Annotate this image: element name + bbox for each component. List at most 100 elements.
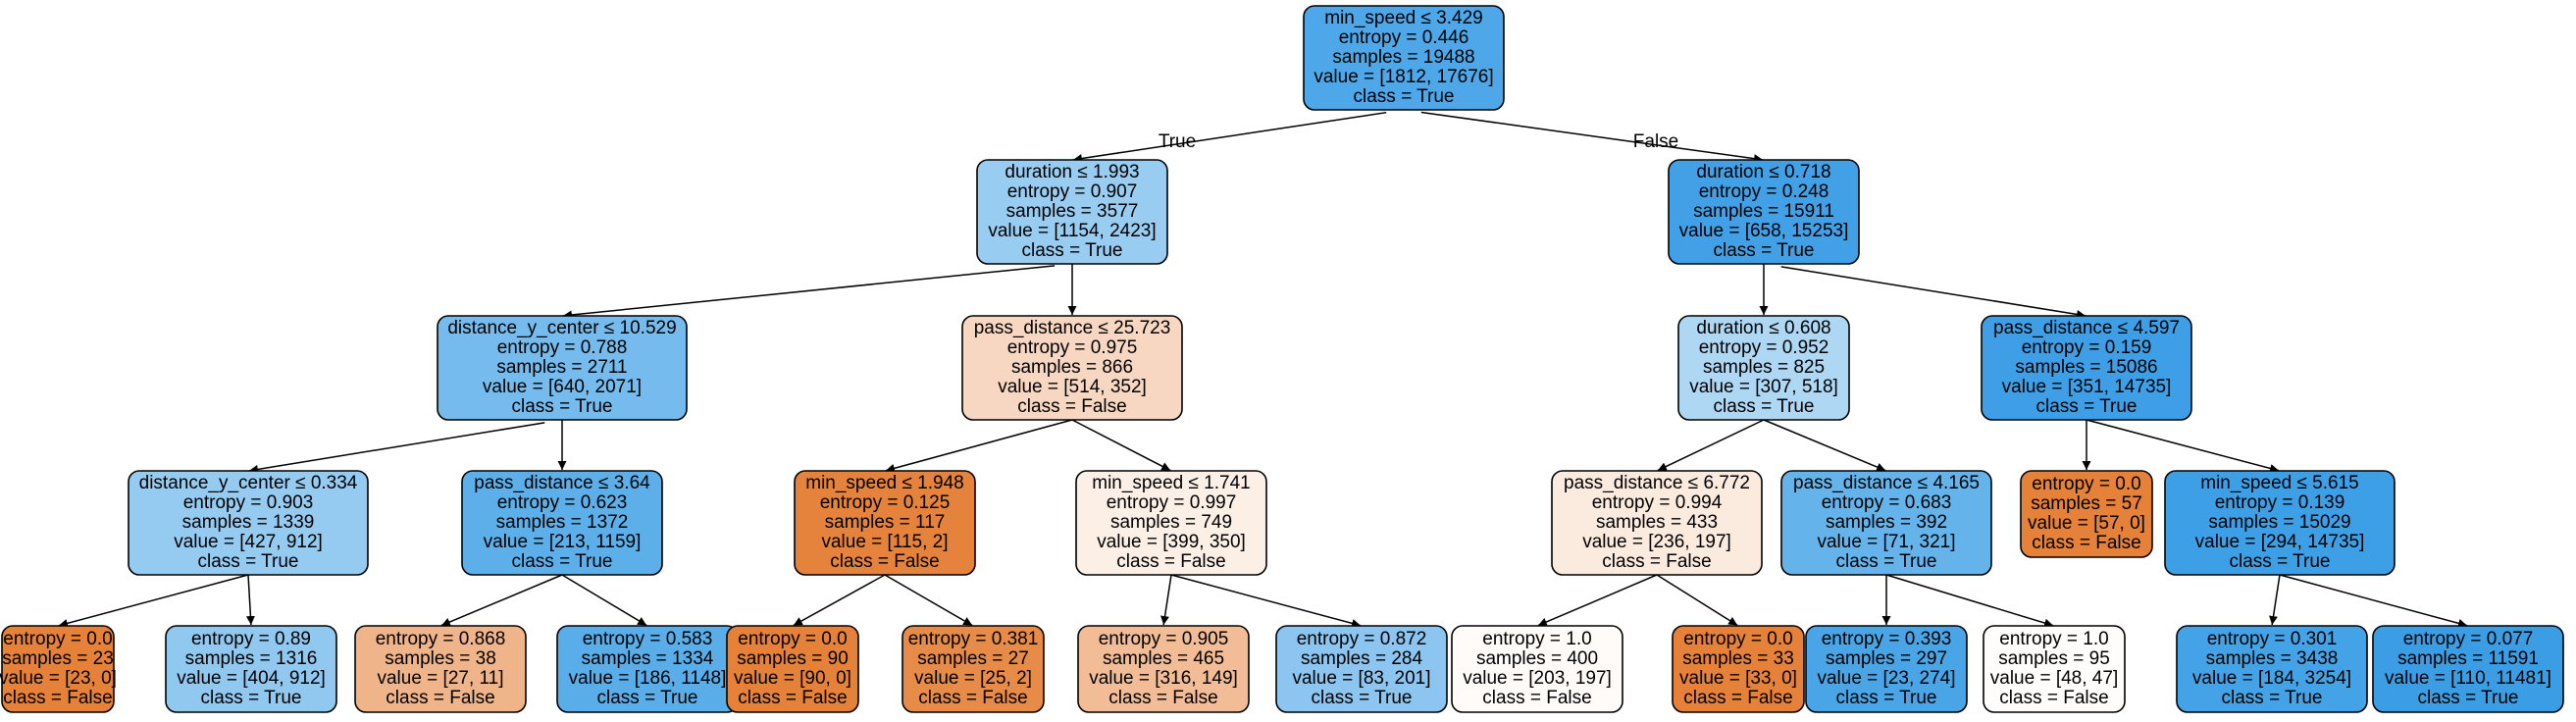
tree-node-text-line: class = True xyxy=(2418,688,2519,708)
tree-edge-n3-n4 xyxy=(58,574,249,628)
tree-node-text-line: entropy = 0.952 xyxy=(1699,337,1829,358)
tree-node-box xyxy=(961,315,1183,421)
tree-node-box xyxy=(1983,625,2126,713)
tree-node-text-line: pass_distance ≤ 3.64 xyxy=(474,473,650,493)
tree-edge-n9-n13 xyxy=(1071,419,1171,472)
tree-edge-n26-n27 xyxy=(2269,574,2281,626)
tree-node-text-line: value = [90, 0] xyxy=(734,668,851,689)
tree-node-box xyxy=(437,315,688,421)
tree-node-text-line: entropy = 0.903 xyxy=(183,492,314,513)
tree-edge-n10-n11 xyxy=(793,574,886,627)
tree-node-text-line: class = True xyxy=(1714,396,1815,417)
tree-node-text-line: value = [184, 3254] xyxy=(2192,668,2351,689)
tree-node-text-line: value = [404, 912] xyxy=(177,668,326,689)
tree-node-text-line: entropy = 0.393 xyxy=(1822,629,1952,649)
tree-node-text-line: entropy = 0.89 xyxy=(191,629,311,649)
tree-node-text-line: samples = 297 xyxy=(1826,648,1947,669)
tree-node-text-line: entropy = 0.159 xyxy=(2022,337,2152,358)
tree-node-text-line: entropy = 0.139 xyxy=(2215,492,2345,513)
tree-node-text-line: samples = 400 xyxy=(1476,648,1598,669)
tree-edge-n17-n18 xyxy=(1657,419,1765,472)
tree-node-box xyxy=(2372,625,2564,713)
tree-node-text-line: class = True xyxy=(512,396,613,417)
tree-node-box xyxy=(794,470,976,576)
tree-node-text-line: class = False xyxy=(738,688,847,708)
tree-node-text-line: value = [115, 2] xyxy=(821,532,948,552)
tree-node-text-line: samples = 866 xyxy=(1011,357,1133,378)
tree-node-text-line: value = [57, 0] xyxy=(2028,513,2145,534)
tree-node-text-line: value = [213, 1159] xyxy=(484,532,642,552)
tree-node-text-line: samples = 15911 xyxy=(1693,201,1834,222)
tree-node-text-line: entropy = 0.0 xyxy=(2032,474,2140,494)
tree-node-text-line: value = [110, 11481] xyxy=(2385,668,2551,689)
tree-node-text-line: class = False xyxy=(830,551,939,572)
tree-node-text-line: value = [294, 14735] xyxy=(2195,532,2365,552)
tree-node-text-line: samples = 33 xyxy=(1682,648,1794,669)
tree-edge-n0-n16 xyxy=(1420,111,1764,164)
tree-node-text-line: value = [399, 350] xyxy=(1097,532,1246,552)
tree-node-text-line: min_speed ≤ 1.948 xyxy=(805,473,963,493)
tree-edge-n16-n24 xyxy=(1780,266,2087,319)
tree-node-text-line: value = [1812, 17676] xyxy=(1314,67,1493,87)
tree-node-text-line: value = [351, 14735] xyxy=(2002,377,2172,397)
tree-edge-line xyxy=(562,265,1056,320)
tree-edge-n21-n23 xyxy=(1885,574,2054,628)
tree-node-text-line: value = [186, 1148] xyxy=(569,668,727,689)
tree-edge-n6-n7 xyxy=(440,574,563,627)
tree-node-text-line: value = [316, 149] xyxy=(1089,668,1238,689)
tree-node-text-line: class = False xyxy=(1602,551,1711,572)
tree-edge-line xyxy=(884,574,973,627)
tree-node-text-line: samples = 284 xyxy=(1301,648,1423,669)
tree-node-text-line: distance_y_center ≤ 10.529 xyxy=(447,318,676,338)
tree-node-text-line: min_speed ≤ 3.429 xyxy=(1324,8,1482,28)
tree-node-box xyxy=(1780,470,1992,576)
tree-node-text-line: class = True xyxy=(1836,688,1937,708)
tree-node-text-line: duration ≤ 0.608 xyxy=(1696,318,1830,338)
tree-node-text-line: class = True xyxy=(512,551,613,572)
tree-edge-line xyxy=(1656,574,1738,627)
tree-node-text-line: class = True xyxy=(2222,688,2323,708)
tree-node-box xyxy=(902,625,1045,713)
tree-node-text-line: samples = 392 xyxy=(1826,512,1947,533)
tree-node-box xyxy=(1981,315,2192,421)
branch-label-false: False xyxy=(1633,131,1678,152)
tree-edge-line xyxy=(2279,574,2468,628)
tree-edge-line xyxy=(1420,111,1764,164)
tree-edge-line xyxy=(561,574,647,627)
tree-edge-line xyxy=(793,574,886,627)
tree-node-text-line: min_speed ≤ 1.741 xyxy=(1092,473,1250,493)
tree-node-box xyxy=(1,625,115,713)
tree-node-text-line: entropy = 0.077 xyxy=(2403,629,2534,649)
tree-edge-n0-n1 xyxy=(1072,111,1387,163)
tree-node-text-line: entropy = 0.381 xyxy=(908,629,1039,649)
tree-node-text-line: value = [658, 15253] xyxy=(1679,221,1849,241)
tree-node-text-line: samples = 27 xyxy=(917,648,1029,669)
tree-node-text-line: entropy = 0.905 xyxy=(1099,629,1229,649)
tree-node-box xyxy=(1805,625,1968,713)
tree-node-text-line: samples = 749 xyxy=(1110,512,1232,533)
tree-edge-line xyxy=(1763,419,1886,472)
tree-node-box xyxy=(1551,470,1763,576)
tree-node-text-line: samples = 57 xyxy=(2031,493,2142,514)
tree-edge-line xyxy=(1780,266,2087,319)
tree-node-box xyxy=(1677,315,1850,421)
tree-node-text-line: samples = 1316 xyxy=(185,648,318,669)
tree-node-text-line: samples = 23 xyxy=(2,648,114,669)
tree-node-text-line: class = False xyxy=(3,688,112,708)
tree-edge-line xyxy=(440,574,563,627)
tree-edge-n13-n15 xyxy=(1170,574,1362,628)
tree-node-text-line: samples = 1339 xyxy=(182,512,315,533)
tree-edge-line xyxy=(1072,111,1387,163)
tree-node-text-line: samples = 3438 xyxy=(2206,648,2339,669)
